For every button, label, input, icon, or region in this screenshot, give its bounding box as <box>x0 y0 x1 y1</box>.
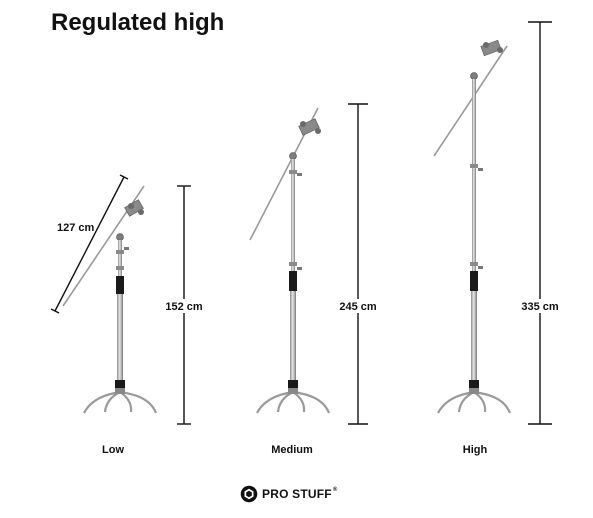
grip-sleeve <box>470 271 478 291</box>
grip-sleeve <box>116 276 124 294</box>
brand-aperture-icon <box>240 485 258 503</box>
pole-lower <box>471 291 477 380</box>
brand-logo: PRO STUFF® <box>240 485 337 503</box>
page-title: Regulated high <box>51 9 225 36</box>
grip-head <box>298 118 321 136</box>
pole-upper <box>291 159 295 271</box>
arm-length-dimension <box>50 174 129 314</box>
grip-head <box>124 199 144 217</box>
low-height-label: 152 cm <box>165 301 203 313</box>
arm-length-label: 127 cm <box>57 222 95 234</box>
pole-upper <box>472 79 476 271</box>
medium-height-dimension <box>337 103 379 425</box>
stand-high <box>433 39 512 414</box>
stand-low <box>62 185 158 414</box>
grip-sleeve <box>289 271 297 291</box>
turtle-base <box>437 390 512 414</box>
knuckle <box>289 152 297 160</box>
knuckle <box>470 72 478 80</box>
turtle-base <box>256 390 331 414</box>
low-height-dimension <box>164 185 204 425</box>
medium-height-label: 245 cm <box>339 301 377 313</box>
caption-medium: Medium <box>271 444 313 456</box>
knuckle <box>116 233 124 241</box>
pole-upper <box>118 240 122 276</box>
high-height-dimension <box>519 21 561 425</box>
caption-high: High <box>463 444 488 456</box>
pole-lower <box>290 291 296 380</box>
pole-lower <box>117 294 123 380</box>
grip-head <box>480 39 503 57</box>
stand-medium <box>249 107 331 414</box>
caption-low: Low <box>102 444 124 456</box>
high-height-label: 335 cm <box>521 301 559 313</box>
collar <box>116 250 124 254</box>
boom-arm <box>433 45 508 157</box>
turtle-base <box>83 390 158 414</box>
brand-name: PRO STUFF® <box>262 487 338 501</box>
